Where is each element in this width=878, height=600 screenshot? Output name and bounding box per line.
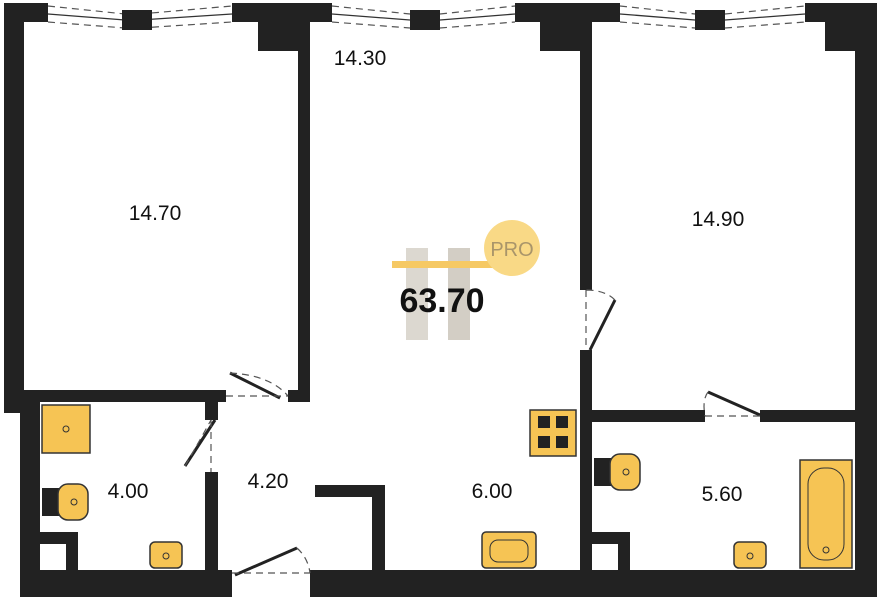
room-area-bathroom-right: 5.60 (702, 483, 743, 506)
pro-badge-text: PRO (490, 239, 533, 261)
doors (183, 289, 761, 577)
toilet-left (42, 483, 89, 521)
sink-bathroom-left-top (41, 404, 91, 454)
room-area-hallway: 4.20 (248, 470, 289, 493)
room-area-bedroom-left: 14.70 (129, 202, 182, 225)
window-right (619, 5, 806, 30)
pro-logo: PRO (392, 220, 540, 340)
washbasin-right (733, 541, 767, 569)
toilet-right (594, 453, 641, 491)
walls (4, 3, 877, 597)
room-area-bedroom-right: 14.90 (692, 208, 745, 231)
stove (529, 409, 577, 457)
bathtub (799, 459, 853, 569)
washbasin-left (149, 541, 183, 569)
room-area-kitchen: 6.00 (472, 480, 513, 503)
window-left (47, 5, 233, 30)
kitchen-sink (481, 531, 537, 569)
window-center (331, 5, 516, 30)
room-area-living: 14.30 (334, 47, 387, 70)
total-area: 63.70 (399, 282, 484, 320)
room-area-bathroom-left: 4.00 (108, 480, 149, 503)
